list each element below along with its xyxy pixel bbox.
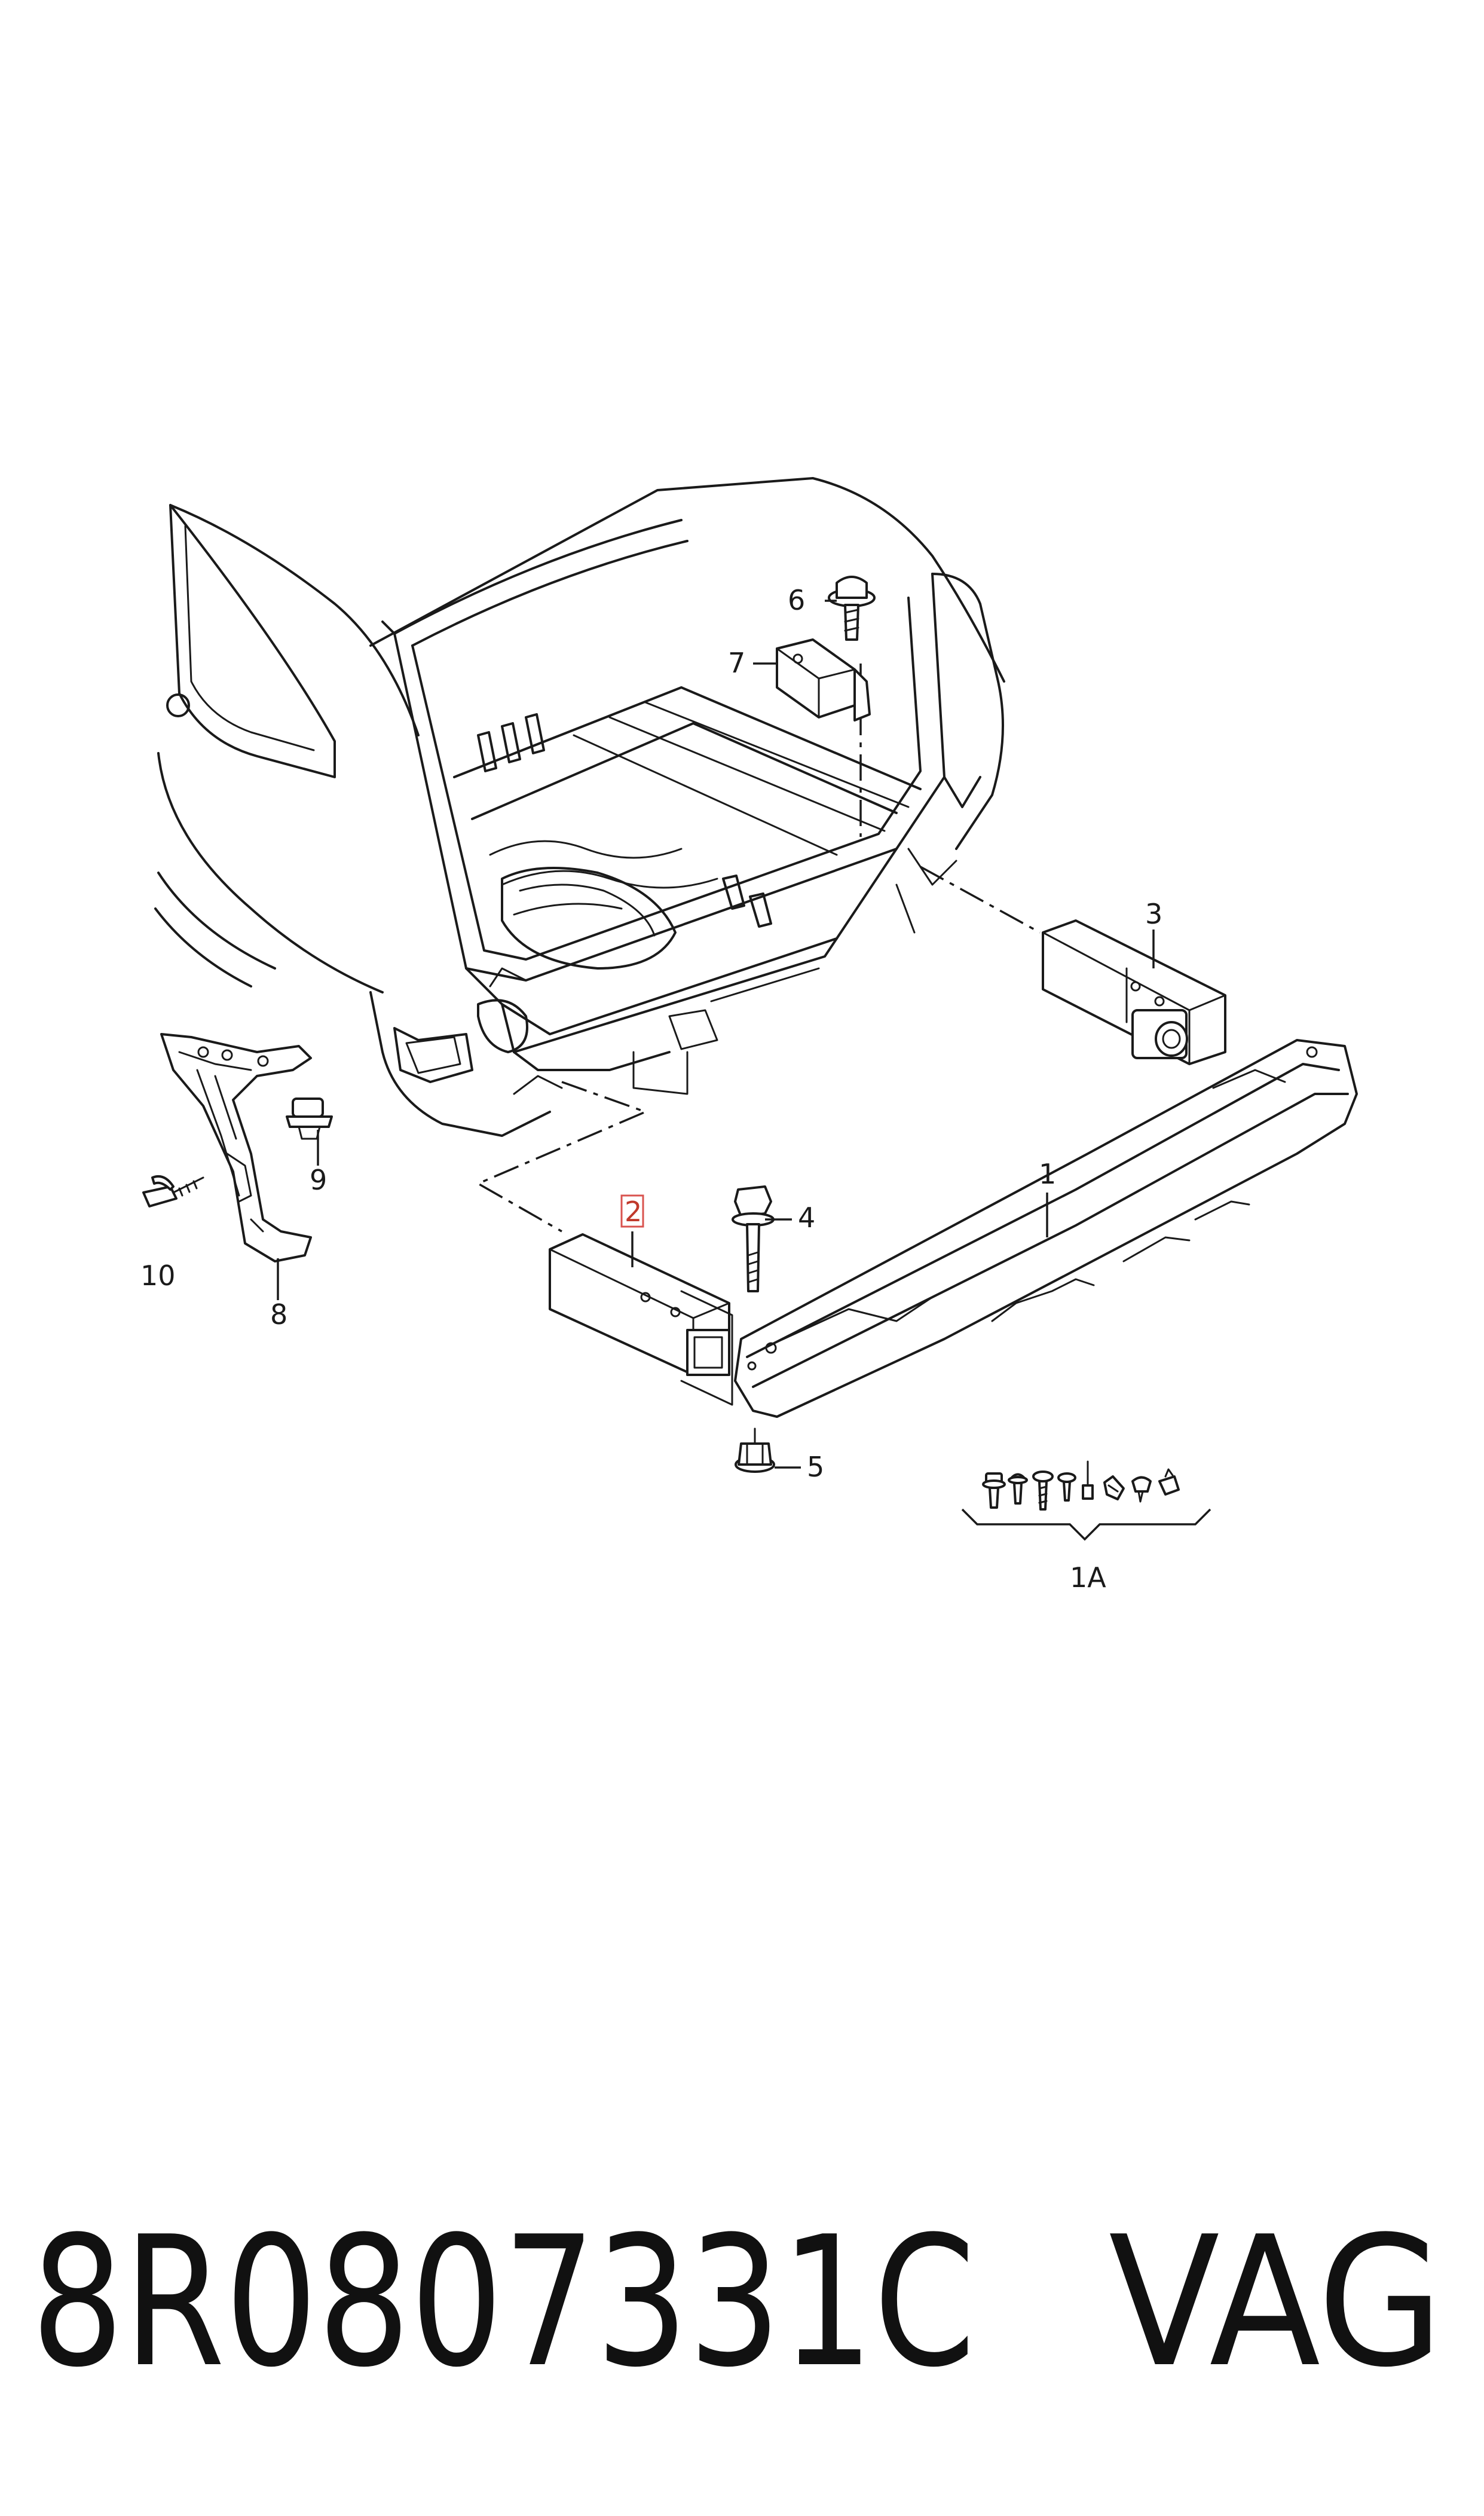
callout-8: 8 bbox=[270, 1298, 287, 1331]
leader-lines bbox=[277, 600, 1155, 1469]
part-9-clip bbox=[286, 1097, 333, 1140]
part-10-screw bbox=[142, 1175, 204, 1207]
callout-4: 4 bbox=[798, 1202, 815, 1234]
brand-label: VAG bbox=[1109, 2198, 1443, 2407]
assembly-lines bbox=[476, 664, 1041, 1233]
callout-labels: 1 1A 2 3 4 5 6 7 8 9 10 bbox=[140, 584, 1162, 1594]
part-5-nut bbox=[735, 1427, 775, 1473]
kit-item-bolt-2 bbox=[1008, 1473, 1028, 1505]
part-6-screw bbox=[828, 576, 876, 641]
part-number: 8R0807331C bbox=[31, 2198, 975, 2407]
part-1a-fastener-set bbox=[961, 1460, 1211, 1541]
kit-item-rivet-5 bbox=[1082, 1460, 1094, 1500]
part-4-bolt bbox=[732, 1185, 775, 1292]
callout-2: 2 bbox=[625, 1196, 642, 1228]
kit-item-clip-6 bbox=[1103, 1475, 1125, 1500]
callout-3: 3 bbox=[1145, 898, 1162, 930]
part-7-bracket bbox=[776, 638, 871, 722]
callout-5: 5 bbox=[807, 1451, 824, 1483]
kit-item-clip-7 bbox=[1131, 1476, 1152, 1503]
footer: 8R0807331C VAG bbox=[31, 2198, 1443, 2407]
kit-item-screw-3 bbox=[1032, 1471, 1054, 1511]
vehicle-rear-body bbox=[154, 477, 1005, 1137]
callout-2-highlight-box bbox=[620, 1194, 644, 1228]
kit-item-bolt-1 bbox=[982, 1472, 1006, 1509]
callout-1a: 1A bbox=[1070, 1561, 1106, 1594]
part-8-bumper-guide-bracket bbox=[160, 1033, 312, 1262]
part-3-right-crash-box bbox=[1042, 919, 1226, 1065]
callout-10: 10 bbox=[140, 1259, 176, 1292]
callout-1: 1 bbox=[1039, 1158, 1056, 1190]
callout-7: 7 bbox=[728, 647, 745, 679]
kit-item-clip-8 bbox=[1158, 1468, 1180, 1496]
kit-item-screw-4 bbox=[1057, 1472, 1076, 1502]
part-2-left-crash-box bbox=[549, 1233, 733, 1406]
callout-9: 9 bbox=[310, 1164, 327, 1196]
callout-6: 6 bbox=[788, 584, 805, 616]
part-1-bumper-reinforcement bbox=[734, 1039, 1358, 1418]
